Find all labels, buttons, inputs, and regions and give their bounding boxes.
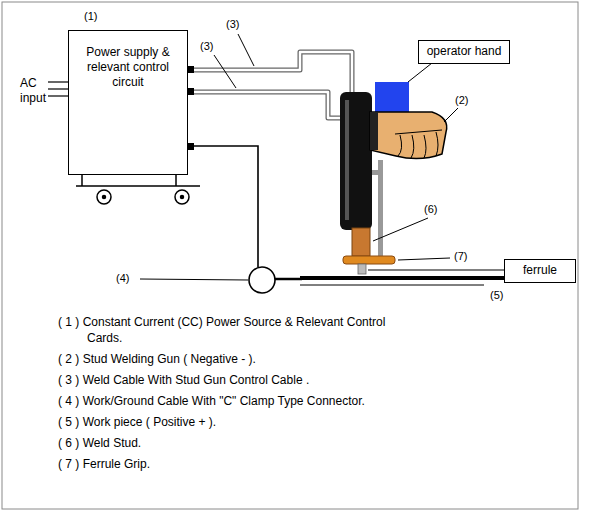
note-box: operator hand xyxy=(418,40,510,64)
key-entry: ( 3 ) Weld Cable With Stud Gun Control C… xyxy=(58,372,403,388)
ac-input-wires xyxy=(48,82,68,96)
frame xyxy=(2,2,578,509)
key-entry: ( 7 ) Ferrule Grip. xyxy=(58,456,403,472)
callout-number: (1) xyxy=(84,10,97,23)
key-entry: ( 5 ) Work piece ( Positive + ). xyxy=(58,414,403,430)
terminals xyxy=(187,66,194,150)
box-text: operator hand xyxy=(423,44,505,59)
callout-number: (6) xyxy=(424,203,437,216)
key-entry: ( 2 ) Stud Welding Gun ( Negative - ). xyxy=(58,351,403,367)
input-label: AC input xyxy=(20,76,50,106)
work-piece xyxy=(300,276,520,280)
callout-number: (3) xyxy=(200,40,213,53)
key-entry: ( 6 ) Weld Stud. xyxy=(58,435,403,451)
cart-wheels xyxy=(76,175,200,204)
work-piece-edge xyxy=(300,285,484,286)
operator-hand xyxy=(370,82,447,159)
callout-number: (5) xyxy=(490,289,503,302)
callout-number: (7) xyxy=(454,250,467,263)
note-box: ferrule xyxy=(504,259,576,283)
weld-cables xyxy=(194,52,352,118)
work-cable xyxy=(194,146,302,293)
callout-number: (2) xyxy=(455,94,468,107)
key-entry: ( 4 ) Work/Ground Cable With "C" Clamp T… xyxy=(58,393,403,409)
leader-lines xyxy=(140,34,504,280)
callout-number: (3) xyxy=(226,18,239,31)
power-supply-box: Power supply & relevant control circuit xyxy=(68,30,188,175)
key-entry: ( 1 ) Constant Current (CC) Power Source… xyxy=(58,314,403,346)
box-text: ferrule xyxy=(509,263,571,278)
key-list: ( 1 ) Constant Current (CC) Power Source… xyxy=(58,314,403,477)
box-text: Power supply & relevant control circuit xyxy=(73,45,183,90)
callout-number: (4) xyxy=(116,272,129,285)
